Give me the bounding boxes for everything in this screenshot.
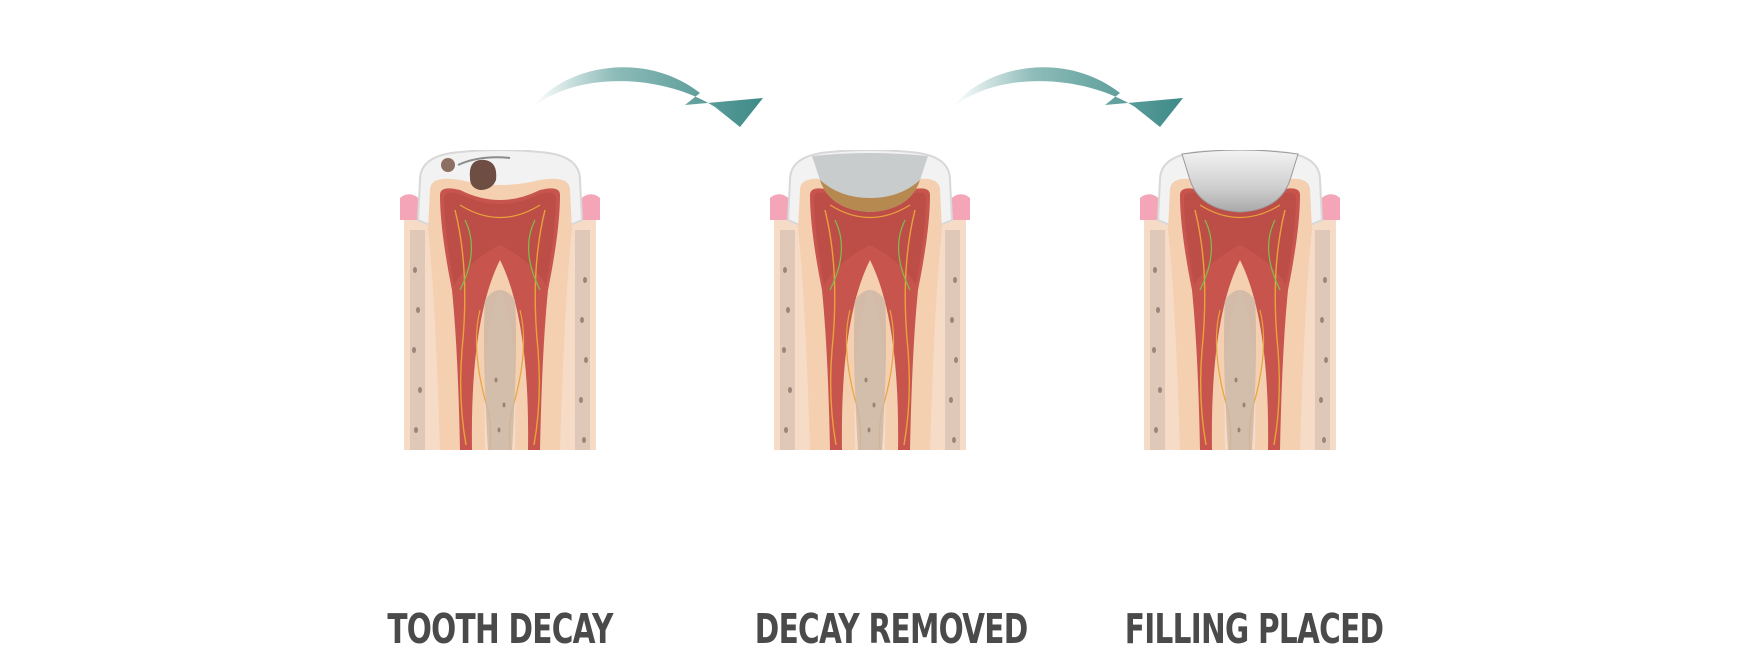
tooth-cross-section-icon [400, 150, 600, 450]
step-label: TOOTH DECAY [387, 605, 613, 653]
curved-arrow-icon [533, 67, 763, 127]
decay-removed-panel: DECAY REMOVED [755, 150, 1030, 653]
step-label: DECAY REMOVED [754, 605, 1028, 653]
tooth-decay-panel: TOOTH DECAY [387, 150, 660, 653]
step-label: FILLING PLACED [1124, 605, 1384, 653]
filling-placed-panel: FILLING PLACED [1125, 150, 1400, 653]
tooth-cross-section-icon [770, 150, 970, 450]
dental-filling-diagram: TOOTH DECAY [387, 67, 1400, 653]
tooth-cross-section-icon [1140, 150, 1340, 450]
curved-arrow-icon [953, 67, 1183, 127]
